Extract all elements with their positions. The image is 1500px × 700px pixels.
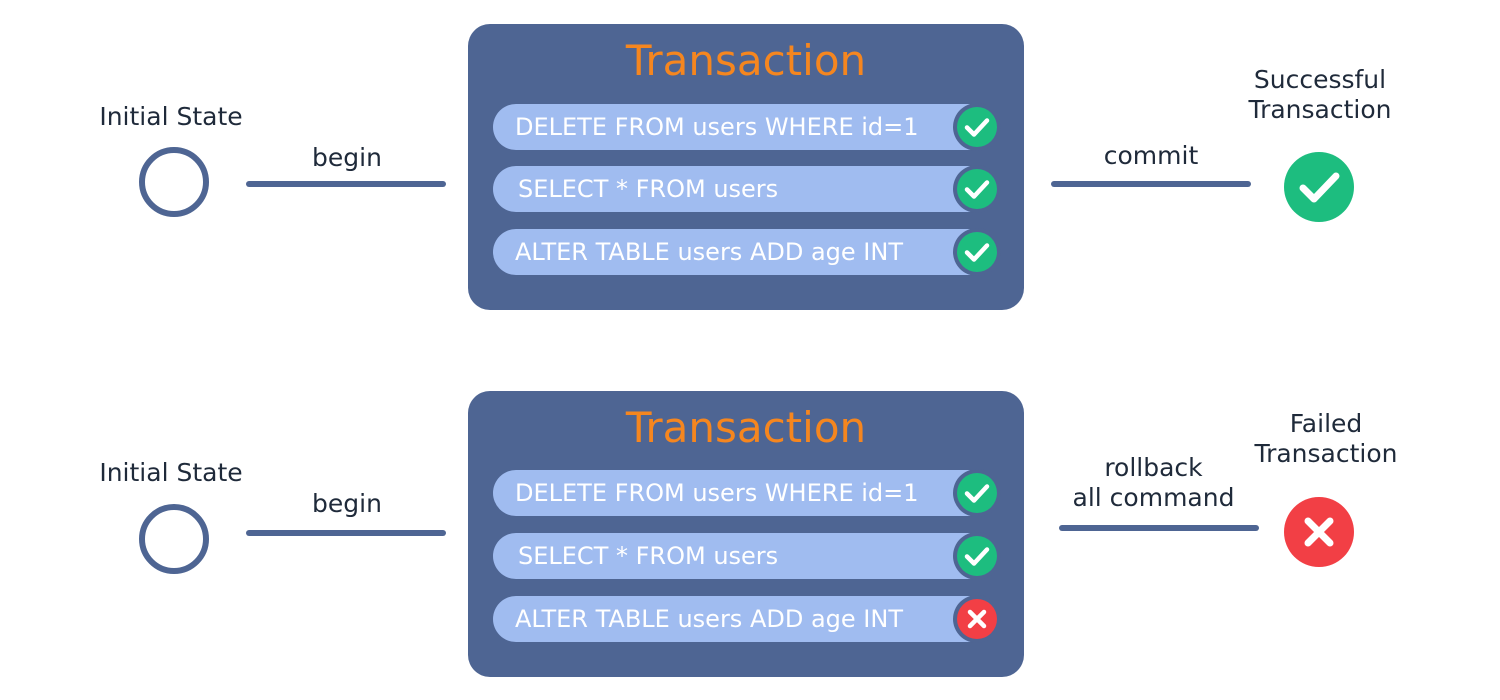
rollback-label: rollback all command — [1056, 453, 1251, 513]
command-status — [953, 532, 1001, 580]
command-row: ALTER TABLE users ADD age INT — [493, 228, 1001, 276]
command-status — [953, 103, 1001, 151]
failure-cross-icon — [1284, 497, 1354, 567]
success-check-icon — [1284, 152, 1354, 222]
successful-transaction-flow: Initial State begin Transaction DELETE F… — [0, 0, 1500, 320]
begin-connector — [246, 181, 446, 187]
command-status — [953, 595, 1001, 643]
command-row: DELETE FROM users WHERE id=1 — [493, 103, 1001, 151]
result-label-line: Transaction — [1248, 95, 1392, 124]
command-text: SELECT * FROM users — [518, 542, 779, 570]
transaction-box: Transaction DELETE FROM users WHERE id=1… — [468, 391, 1024, 677]
command-status — [953, 469, 1001, 517]
cross-icon — [957, 599, 997, 639]
command-text: DELETE FROM users WHERE id=1 — [515, 479, 919, 507]
initial-state-label: Initial State — [99, 458, 243, 487]
initial-state-circle-icon — [139, 147, 209, 217]
transaction-title: Transaction — [625, 403, 867, 452]
begin-label: begin — [312, 143, 382, 172]
result-label: Failed Transaction — [1226, 409, 1426, 469]
check-icon — [957, 169, 997, 209]
command-status — [953, 165, 1001, 213]
check-icon — [957, 232, 997, 272]
command-row: ALTER TABLE users ADD age INT — [493, 595, 1001, 643]
command-row: DELETE FROM users WHERE id=1 — [493, 469, 1001, 517]
command-text: ALTER TABLE users ADD age INT — [515, 238, 903, 266]
result-label-line: Successful — [1253, 65, 1387, 94]
failed-transaction-flow: Initial State begin Transaction DELETE F… — [0, 367, 1500, 687]
result-label-line: Transaction — [1254, 439, 1398, 468]
rollback-label-line: rollback — [1104, 453, 1203, 482]
command-row: SELECT * FROM users — [493, 165, 1001, 213]
command-text: DELETE FROM users WHERE id=1 — [515, 113, 919, 141]
commit-label: commit — [1103, 141, 1199, 170]
begin-connector — [246, 530, 446, 536]
check-icon — [957, 473, 997, 513]
transaction-title: Transaction — [625, 36, 867, 85]
result-label-line: Failed — [1289, 409, 1363, 438]
initial-state-label: Initial State — [99, 102, 243, 131]
command-row: SELECT * FROM users — [493, 532, 1001, 580]
command-status — [953, 228, 1001, 276]
check-icon — [957, 536, 997, 576]
initial-state-circle-icon — [139, 504, 209, 574]
command-text: ALTER TABLE users ADD age INT — [515, 605, 903, 633]
rollback-connector — [1059, 525, 1259, 531]
begin-label: begin — [312, 489, 382, 518]
check-icon — [957, 107, 997, 147]
transaction-box: Transaction DELETE FROM users WHERE id=1… — [468, 24, 1024, 310]
rollback-label-line: all command — [1072, 483, 1235, 512]
command-text: SELECT * FROM users — [518, 175, 779, 203]
commit-connector — [1051, 181, 1251, 187]
result-label: Successful Transaction — [1220, 65, 1420, 125]
